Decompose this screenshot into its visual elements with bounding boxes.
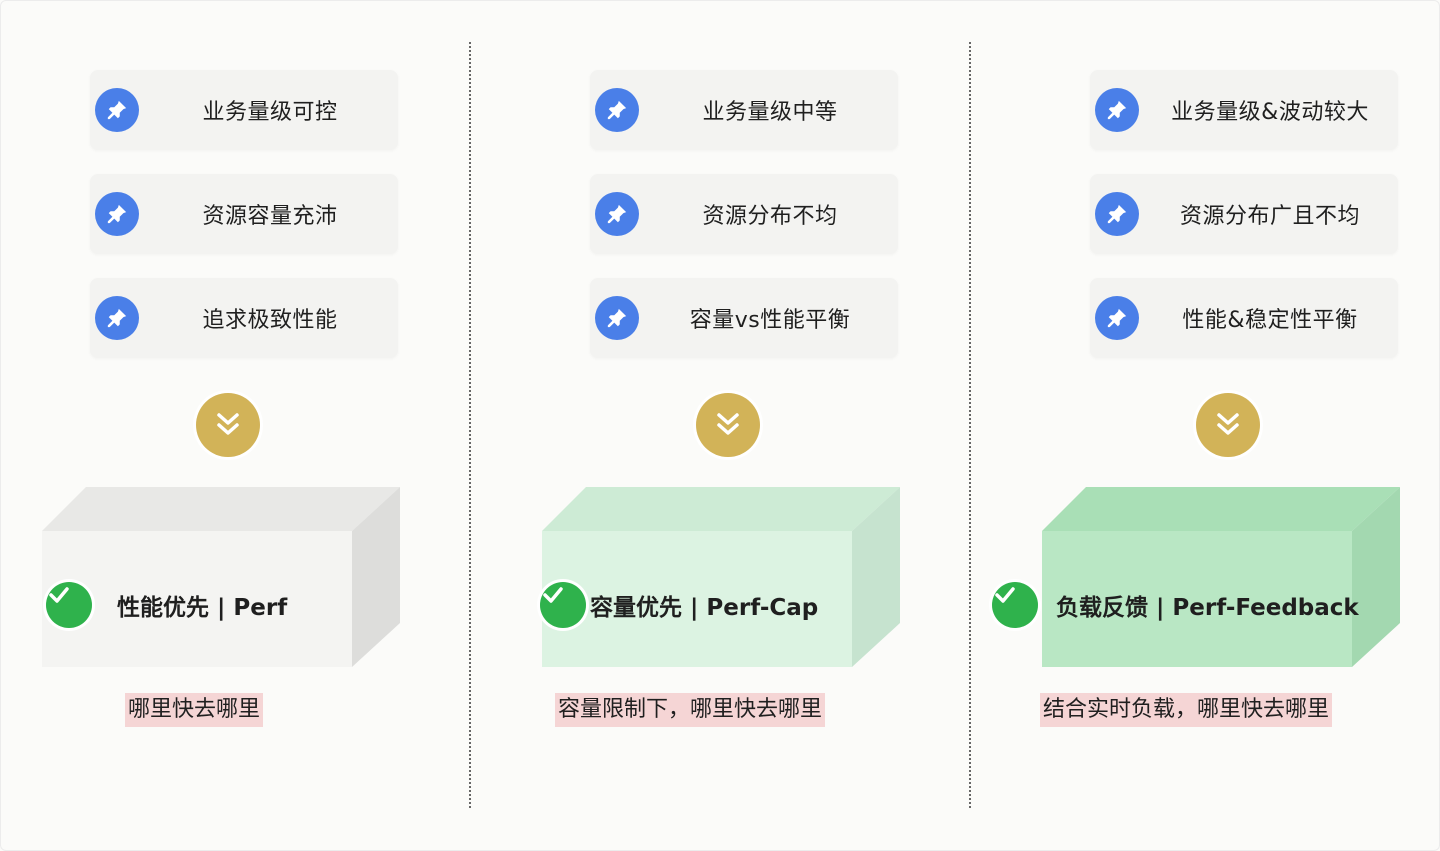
condition-text: 容量vs性能平衡 <box>689 308 851 333</box>
pushpin-icon <box>1095 192 1139 236</box>
strategy-box: 容量优先 | Perf-Cap <box>540 487 900 667</box>
strategy-label: 负载反馈 | Perf-Feedback <box>1056 595 1359 621</box>
condition-item: 追求极致性能 <box>90 278 398 358</box>
column-divider-1 <box>469 42 471 808</box>
pushpin-icon <box>95 296 139 340</box>
condition-text: 追求极致性能 <box>202 308 338 333</box>
condition-text: 业务量级中等 <box>702 100 838 125</box>
condition-item: 业务量级&波动较大 <box>1090 70 1398 150</box>
condition-item: 资源分布不均 <box>590 174 898 254</box>
condition-item: 资源分布广且不均 <box>1090 174 1398 254</box>
pushpin-icon <box>95 192 139 236</box>
strategy-caption: 哪里快去哪里 <box>125 693 264 727</box>
checkmark-icon <box>540 582 586 628</box>
pushpin-icon <box>595 296 639 340</box>
condition-text: 资源分布广且不均 <box>1179 204 1360 229</box>
checkmark-icon <box>46 582 92 628</box>
strategy-caption: 容量限制下，哪里快去哪里 <box>555 693 826 727</box>
double-chevron-down-icon <box>1196 393 1260 457</box>
caption-row: 结合实时负载，哪里快去哪里 <box>1000 693 1440 727</box>
pushpin-icon <box>1095 88 1139 132</box>
condition-item: 容量vs性能平衡 <box>590 278 898 358</box>
strategy-label: 性能优先 | Perf <box>117 595 288 621</box>
pushpin-icon <box>1095 296 1139 340</box>
double-chevron-down-icon <box>196 393 260 457</box>
strategy-box: 性能优先 | Perf <box>42 487 400 667</box>
strategy-box: 负载反馈 | Perf-Feedback <box>992 487 1400 667</box>
condition-text: 业务量级&波动较大 <box>1171 100 1369 125</box>
pushpin-icon <box>95 88 139 132</box>
condition-item: 性能&稳定性平衡 <box>1090 278 1398 358</box>
condition-text: 性能&稳定性平衡 <box>1182 308 1358 333</box>
strategy-label: 容量优先 | Perf-Cap <box>590 595 819 621</box>
column-divider-2 <box>969 42 971 808</box>
checkmark-icon <box>992 582 1038 628</box>
pushpin-icon <box>595 88 639 132</box>
double-chevron-down-icon <box>696 393 760 457</box>
caption-row: 容量限制下，哪里快去哪里 <box>500 693 1055 727</box>
caption-row: 哪里快去哪里 <box>0 693 625 727</box>
pushpin-icon <box>595 192 639 236</box>
strategy-caption: 结合实时负载，哪里快去哪里 <box>1040 693 1333 727</box>
column-perf-feedback: 业务量级&波动较大 资源分布广且不均 性能&稳定性平衡 负载反馈 | Perf-… <box>992 0 1440 851</box>
condition-item: 业务量级中等 <box>590 70 898 150</box>
condition-item: 业务量级可控 <box>90 70 398 150</box>
column-perf: 业务量级可控 资源容量充沛 追求极致性能 性能优先 | Perf 哪里快去哪里 <box>0 0 500 851</box>
condition-text: 资源分布不均 <box>702 204 838 229</box>
column-perf-cap: 业务量级中等 资源分布不均 容量vs性能平衡 容量优先 | Perf-Cap 容… <box>500 0 1000 851</box>
condition-text: 资源容量充沛 <box>202 204 338 229</box>
condition-text: 业务量级可控 <box>202 100 338 125</box>
condition-item: 资源容量充沛 <box>90 174 398 254</box>
